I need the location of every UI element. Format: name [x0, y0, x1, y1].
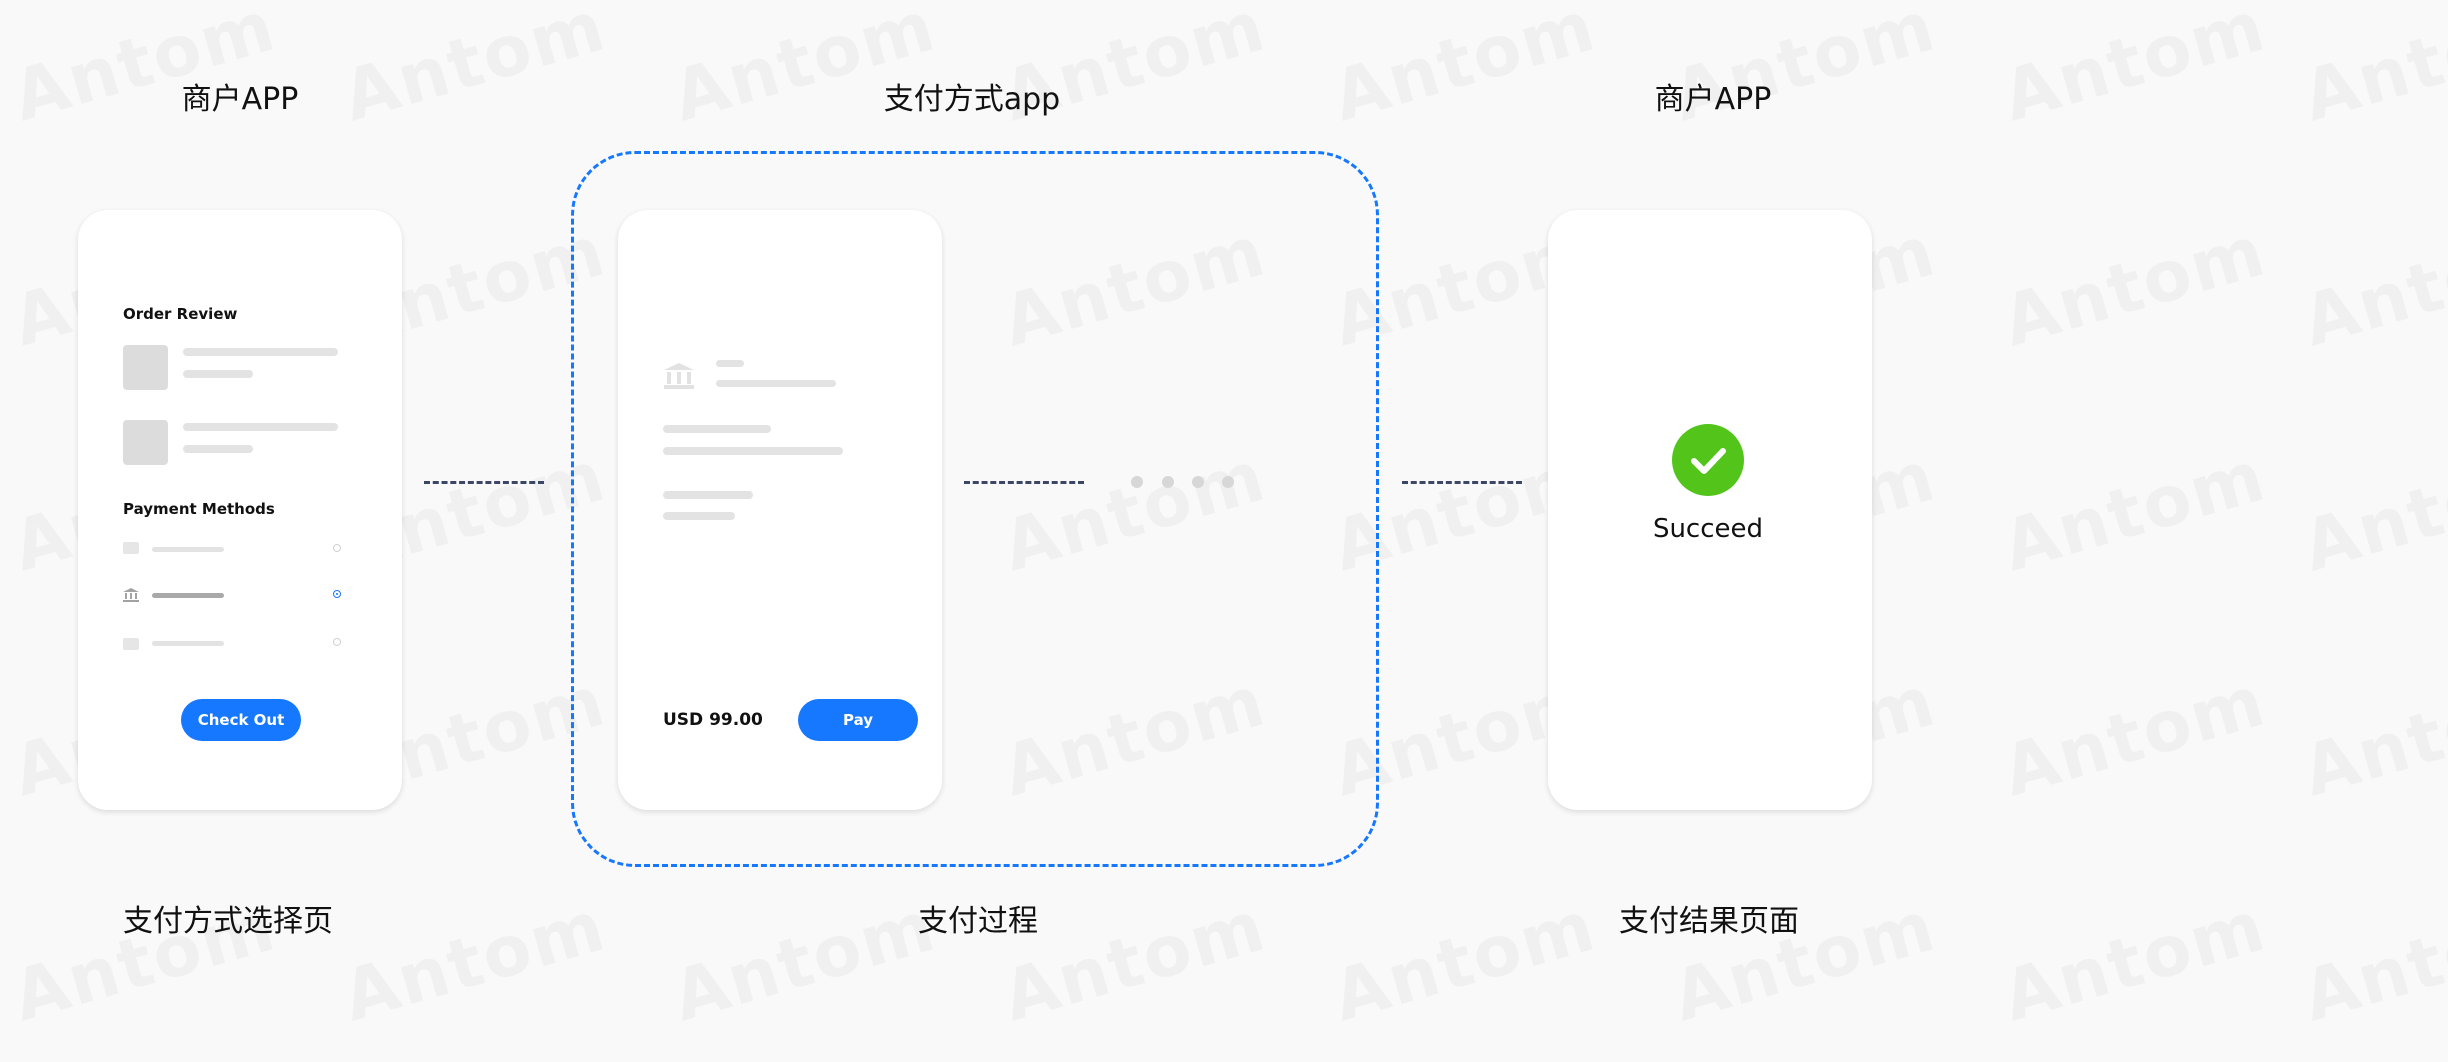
order-info-placeholder — [663, 447, 843, 455]
payment-option-radio[interactable] — [333, 638, 341, 646]
product-name-placeholder — [183, 348, 338, 356]
merchant-app-title-right: 商户APP — [1654, 82, 1772, 117]
success-check-icon — [1672, 424, 1744, 496]
bank-icon — [123, 588, 139, 602]
wallet-app-boundary — [571, 151, 1379, 867]
progress-dot — [1192, 476, 1204, 488]
watermark-text: Antom — [1994, 885, 2275, 1038]
watermark-text: Antom — [2294, 660, 2448, 813]
caption-payment-method-selection: 支付方式选择页 — [123, 904, 333, 939]
caption-payment-process: 支付过程 — [918, 904, 1038, 939]
payment-amount: USD 99.00 — [663, 710, 763, 730]
flow-connector — [964, 481, 1084, 484]
product-price-placeholder — [183, 370, 253, 378]
watermark-text: Antom — [2294, 0, 2448, 137]
watermark-text: Antom — [334, 0, 615, 137]
bank-icon — [664, 363, 694, 389]
order-info-placeholder — [663, 491, 753, 499]
merchant-name-placeholder — [716, 360, 744, 367]
watermark-text: Antom — [2294, 210, 2448, 363]
progress-dot — [1222, 476, 1234, 488]
caption-payment-result: 支付结果页面 — [1619, 904, 1799, 939]
watermark-text: Antom — [1994, 210, 2275, 363]
payment-phone: USD 99.00 Pay — [618, 210, 942, 810]
result-status: Succeed — [1652, 514, 1764, 544]
wallet-app-title: 支付方式app — [883, 82, 1061, 117]
payment-option-radio[interactable] — [333, 544, 341, 552]
order-review-title: Order Review — [123, 305, 238, 323]
product-thumbnail — [123, 420, 168, 465]
pay-button[interactable]: Pay — [798, 699, 918, 741]
watermark-text: Antom — [1994, 660, 2275, 813]
payment-option-label-placeholder-selected[interactable] — [152, 593, 224, 598]
product-price-placeholder — [183, 445, 253, 453]
payment-option-label-placeholder[interactable] — [152, 547, 224, 552]
merchant-detail-placeholder — [716, 380, 836, 387]
checkout-button[interactable]: Check Out — [181, 699, 301, 741]
progress-dot — [1131, 476, 1143, 488]
order-info-placeholder — [663, 512, 735, 520]
watermark-text: Antom — [1994, 0, 2275, 137]
product-thumbnail — [123, 345, 168, 390]
merchant-app-title-left: 商户APP — [181, 82, 299, 117]
progress-dot — [1162, 476, 1174, 488]
payment-option-label-placeholder[interactable] — [152, 641, 224, 646]
result-phone: Succeed — [1548, 210, 1872, 810]
watermark-text: Antom — [1994, 435, 2275, 588]
product-name-placeholder — [183, 423, 338, 431]
flow-connector — [424, 481, 544, 484]
watermark-text: Antom — [2294, 435, 2448, 588]
checkout-phone: Order Review Payment Methods Check Out — [78, 210, 402, 810]
payment-methods-title: Payment Methods — [123, 500, 275, 518]
flow-connector — [1402, 481, 1522, 484]
watermark-text: Antom — [1324, 0, 1605, 137]
wallet-icon — [123, 638, 139, 650]
card-icon — [123, 542, 139, 554]
order-info-placeholder — [663, 425, 771, 433]
payment-option-radio-selected[interactable] — [333, 590, 341, 598]
watermark-text: Antom — [2294, 885, 2448, 1038]
